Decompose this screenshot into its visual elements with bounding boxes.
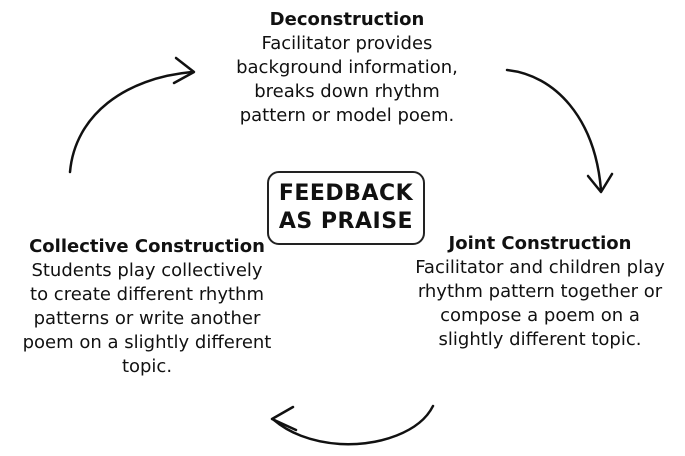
deconstruction-stage: Deconstruction Facilitator provides back… <box>182 8 512 128</box>
arrow-deconstruction-to-joint <box>505 68 603 192</box>
arrow-collective-to-deconstruction <box>68 70 194 174</box>
center-label-line2: AS PRAISE <box>278 209 414 234</box>
deconstruction-title: Deconstruction <box>269 9 425 30</box>
deconstruction-description: Facilitator provides background informat… <box>236 33 458 126</box>
collective-construction-stage: Collective Construction Students play co… <box>2 235 292 379</box>
feedback-as-praise-box: FEEDBACK AS PRAISE <box>267 171 425 245</box>
joint-construction-description: Facilitator and children play rhythm pat… <box>415 257 665 350</box>
collective-construction-description: Students play collectively to create dif… <box>22 260 272 377</box>
center-label-line1: FEEDBACK <box>278 181 414 206</box>
joint-construction-stage: Joint Construction Facilitator and child… <box>395 232 685 352</box>
arrow-head-collective-to-deconstruction <box>172 56 196 85</box>
joint-construction-title: Joint Construction <box>448 233 632 254</box>
arrow-head-deconstruction-to-joint <box>586 172 614 194</box>
collective-construction-title: Collective Construction <box>29 236 265 257</box>
arrow-head-joint-to-collective <box>270 405 298 432</box>
arrow-joint-to-collective <box>272 404 435 446</box>
